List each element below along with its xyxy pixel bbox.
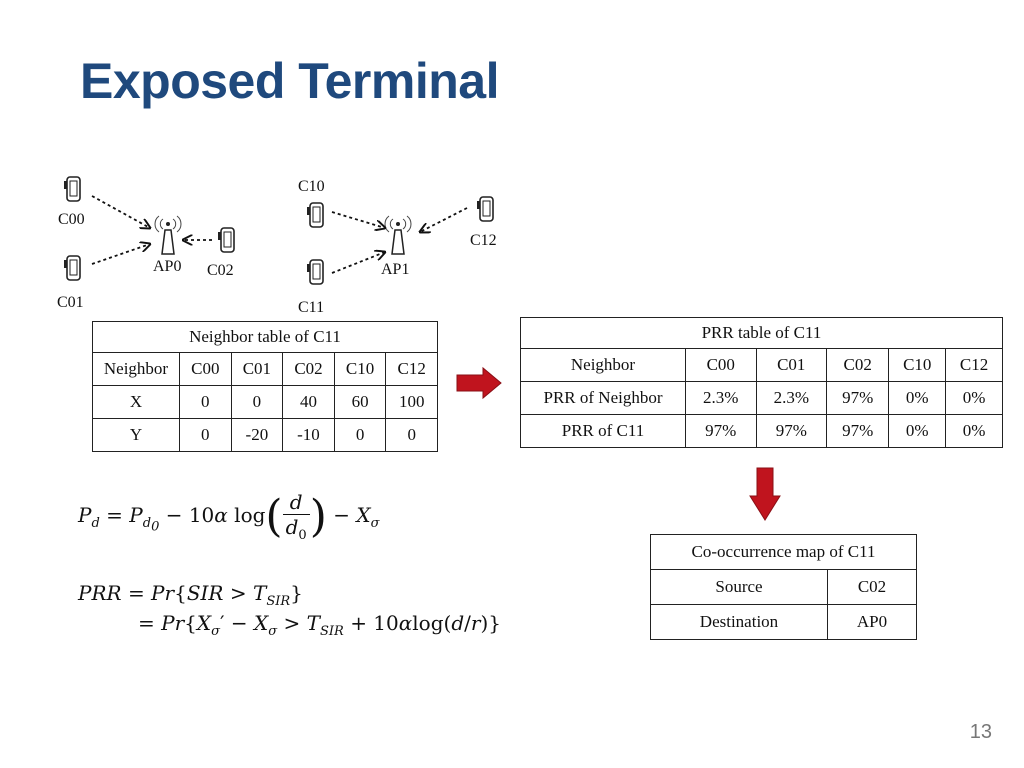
table-cell: 0 [385,418,438,452]
prr-formula: PRR = Pr{SIR > TSIR} [78,581,303,609]
prr-table: PRR table of C11 Neighbor C00 C01 C02 C1… [520,317,1003,448]
table-cell: 0 [333,418,387,452]
table-cell: Source [650,569,828,605]
table-cell: 40 [282,385,335,419]
table-cell: PRR of Neighbor [520,381,686,415]
node-label-c11: C11 [298,299,325,316]
table-cell: 97% [826,414,890,448]
node-label-ap1: AP1 [381,261,410,278]
phone-icon [217,227,235,253]
table-cell: 0% [888,381,947,415]
table-row: Destination AP0 [650,604,917,640]
node-label-c00: C00 [58,211,85,228]
table-row: PRR of Neighbor 2.3% 2.3% 97% 0% 0% [520,381,1003,415]
table-cell: C01 [230,352,284,386]
phone-icon [306,202,324,228]
table-row: Neighbor C00 C01 C02 C10 C12 [520,348,1003,382]
table-cell: AP0 [827,604,917,640]
table-cell: 0 [230,385,284,419]
table-cell: 97% [755,414,828,448]
table-cell: C01 [755,348,828,382]
table-cell: C02 [282,352,335,386]
table-cell: C02 [827,569,917,605]
table-cell: Destination [650,604,828,640]
prr-table-caption: PRR table of C11 [520,317,1003,349]
table-cell: 0 [179,418,232,452]
table-cell: PRR of C11 [520,414,686,448]
table-cell: X [92,385,180,419]
table-cell: -20 [230,418,284,452]
neighbor-table: Neighbor table of C11 Neighbor C00 C01 C… [92,321,438,452]
cooccurrence-table: Co-occurrence map of C11 Source C02 Dest… [650,534,917,640]
table-cell: 0% [888,414,947,448]
table-cell: C10 [888,348,947,382]
node-label-ap0: AP0 [153,258,182,275]
table-row: Source C02 [650,569,917,605]
phone-icon [63,176,81,202]
node-label-c12: C12 [470,232,497,249]
slide-title: Exposed Terminal [80,53,499,109]
table-cell: -10 [282,418,335,452]
table-cell: C00 [685,348,757,382]
node-label-c10: C10 [298,178,325,195]
table-cell: 97% [826,381,890,415]
phone-icon [476,196,494,222]
table-row: X 0 0 40 60 100 [92,385,438,419]
table-cell: C12 [385,352,438,386]
table-cell: 0% [945,414,1003,448]
network-diagram [63,176,494,285]
down-arrow-icon [749,467,781,521]
link-arrow [420,207,468,232]
link-arrow [91,195,150,228]
table-cell: Y [92,418,180,452]
table-cell: 0% [945,381,1003,415]
table-cell: C00 [179,352,232,386]
access-point-icon [384,215,412,255]
node-label-c01: C01 [57,294,84,311]
phone-icon [306,259,324,285]
link-arrow [331,211,385,228]
right-arrow-icon [456,366,502,400]
access-point-icon [154,215,182,255]
table-row: Y 0 -20 -10 0 0 [92,418,438,452]
table-cell: C12 [945,348,1003,382]
table-row: Neighbor C00 C01 C02 C10 C12 [92,352,438,386]
table-cell: 60 [333,385,387,419]
table-cell: 2.3% [755,381,828,415]
table-cell: 2.3% [685,381,757,415]
table-cell: C02 [826,348,890,382]
table-cell: Neighbor [520,348,686,382]
table-cell: C10 [333,352,387,386]
table-cell: 97% [685,414,757,448]
table-cell: Neighbor [92,352,180,386]
link-arrow [91,244,150,265]
table-cell: 100 [385,385,438,419]
link-arrow [331,252,385,274]
neighbor-table-caption: Neighbor table of C11 [92,321,438,353]
table-cell: 0 [179,385,232,419]
phone-icon [63,255,81,281]
cooccurrence-table-caption: Co-occurrence map of C11 [650,534,917,570]
prr-formula-expanded: = Pr{Xσ′ − Xσ > TSIR + 10αlog(d/r)} [138,611,501,639]
table-row: PRR of C11 97% 97% 97% 0% 0% [520,414,1003,448]
node-label-c02: C02 [207,262,234,279]
page-number: 13 [969,721,992,743]
